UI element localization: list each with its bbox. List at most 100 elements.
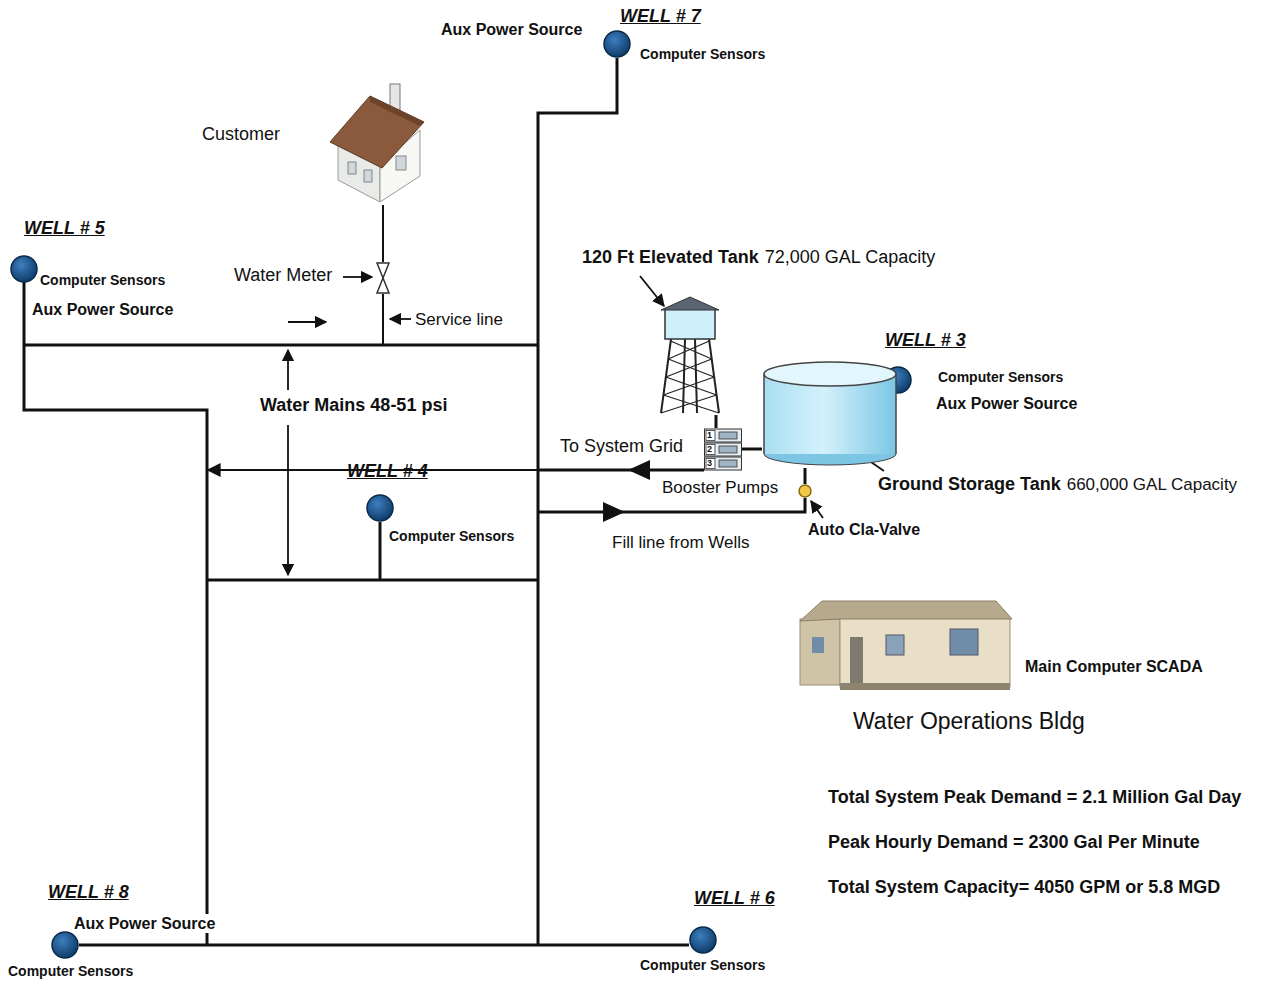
building-node: Main Computer SCADAWater Operations Bldg	[800, 595, 1012, 695]
top-main	[24, 344, 538, 347]
node-label: Auto Cla-Valve	[808, 520, 920, 539]
well-circle	[11, 256, 37, 282]
building-window	[886, 635, 904, 655]
meter-symbol	[377, 278, 389, 293]
tower-brace	[666, 359, 712, 377]
house-node: Customer	[330, 80, 425, 205]
node-label: WELL # 4	[347, 461, 428, 483]
well-shape	[10, 255, 38, 283]
leader-arrow	[390, 318, 411, 320]
leader-arrow	[288, 321, 326, 323]
well-circle	[367, 495, 393, 521]
leader-arrow	[343, 276, 372, 278]
pipe-connector	[742, 448, 762, 451]
middle-main	[207, 579, 538, 582]
node-label: Booster Pumps	[662, 478, 778, 498]
west-main	[24, 282, 207, 945]
valve-symbol	[799, 485, 811, 497]
node-label: WELL # 6	[694, 888, 775, 910]
pump-unit	[705, 457, 742, 470]
node-label: Computer Sensors	[640, 46, 765, 63]
building-shape	[800, 595, 1012, 695]
meter-shape	[376, 262, 390, 294]
node-label: WELL # 8	[48, 882, 129, 904]
house-window	[348, 162, 356, 174]
system-stat: Total System Peak Demand = 2.1 Million G…	[828, 787, 1241, 809]
system-stat: Total System Capacity= 4050 GPM or 5.8 M…	[828, 877, 1220, 899]
node-label: Customer	[202, 124, 280, 146]
tank-top	[764, 362, 896, 386]
building-window	[812, 637, 824, 653]
node-label: Water Meter	[234, 265, 332, 287]
house-window	[364, 170, 372, 182]
node-label: Aux Power Source	[32, 300, 173, 319]
node-label: WELL # 3	[885, 330, 966, 352]
pressure-arrow	[287, 350, 289, 390]
pump-number: 3	[707, 457, 712, 469]
node-label: Water Operations Bldg	[853, 708, 1085, 736]
node-label: WELL # 5	[24, 218, 105, 240]
tower-brace	[663, 377, 714, 395]
node-label: 72,000 GAL Capacity	[765, 247, 935, 269]
node-label: 120 Ft Elevated Tank	[582, 247, 759, 269]
water-main	[24, 58, 805, 945]
well-circle	[690, 927, 716, 953]
pump-number: 2	[707, 443, 712, 455]
node-label: Computer Sensors	[389, 528, 514, 545]
house-window	[396, 156, 406, 170]
tower-brace	[668, 341, 709, 359]
label-row: 120 Ft Elevated Tank 72,000 GAL Capacity	[582, 247, 935, 269]
building-door	[850, 637, 863, 683]
node-label: Computer Sensors	[40, 272, 165, 289]
pump-unit	[705, 443, 742, 456]
etank-shape	[655, 295, 725, 415]
pipe-connector	[715, 415, 718, 428]
well-shape	[51, 931, 79, 959]
node-label: Aux Power Source	[936, 394, 1077, 413]
building-skirt	[840, 683, 1010, 690]
well-circle	[604, 31, 630, 57]
node-label: Computer Sensors	[640, 957, 765, 974]
house-roof	[330, 96, 424, 168]
gtank-shape	[762, 360, 898, 468]
well-node: WELL # 4Computer Sensors	[366, 494, 394, 522]
meter-node: Water Meter	[376, 262, 390, 294]
building-roof	[800, 601, 1012, 621]
pipe-label: Fill line from Wells	[612, 533, 750, 553]
well-shape	[689, 926, 717, 954]
building-wing	[800, 619, 840, 685]
well-node: WELL # 6Computer Sensors	[689, 926, 717, 954]
gtank-node: Ground Storage Tank660,000 GAL Capacity	[762, 360, 898, 468]
pump-motor	[719, 446, 737, 453]
node-label: Aux Power Source	[72, 914, 217, 933]
tower-brace	[666, 377, 717, 395]
well-shape	[366, 494, 394, 522]
tank-roof	[661, 297, 719, 310]
roof-ridge	[370, 96, 424, 126]
valve-shape	[798, 484, 812, 498]
meter-symbol	[377, 263, 389, 278]
trunk-main	[538, 58, 617, 945]
well-shape	[603, 30, 631, 58]
system-stat: Peak Hourly Demand = 2300 Gal Per Minute	[828, 832, 1200, 854]
grid-line	[538, 469, 704, 472]
node-label: Ground Storage Tank	[878, 474, 1061, 496]
node-label: Computer Sensors	[8, 963, 133, 980]
flow-arrowhead	[603, 502, 625, 522]
node-label: Main Computer SCADA	[1025, 657, 1203, 676]
pump-unit	[705, 429, 742, 442]
tower-brace	[661, 395, 717, 413]
tower-brace	[668, 359, 714, 377]
node-label: 660,000 GAL Capacity	[1067, 475, 1237, 495]
pipe-label: Water Mains 48-51 psi	[258, 395, 449, 417]
flow-arrowhead	[628, 460, 650, 480]
service-pipe	[382, 294, 384, 345]
well-node: WELL # 5Computer SensorsAux Power Source	[10, 255, 38, 283]
pump-motor	[719, 432, 737, 439]
node-label: Computer Sensors	[938, 369, 1063, 386]
pipe-label: Service line	[415, 310, 503, 330]
pump-number: 1	[707, 429, 712, 441]
etank-node: 120 Ft Elevated Tank72,000 GAL Capacity	[655, 295, 725, 415]
tower-legs	[661, 339, 719, 413]
